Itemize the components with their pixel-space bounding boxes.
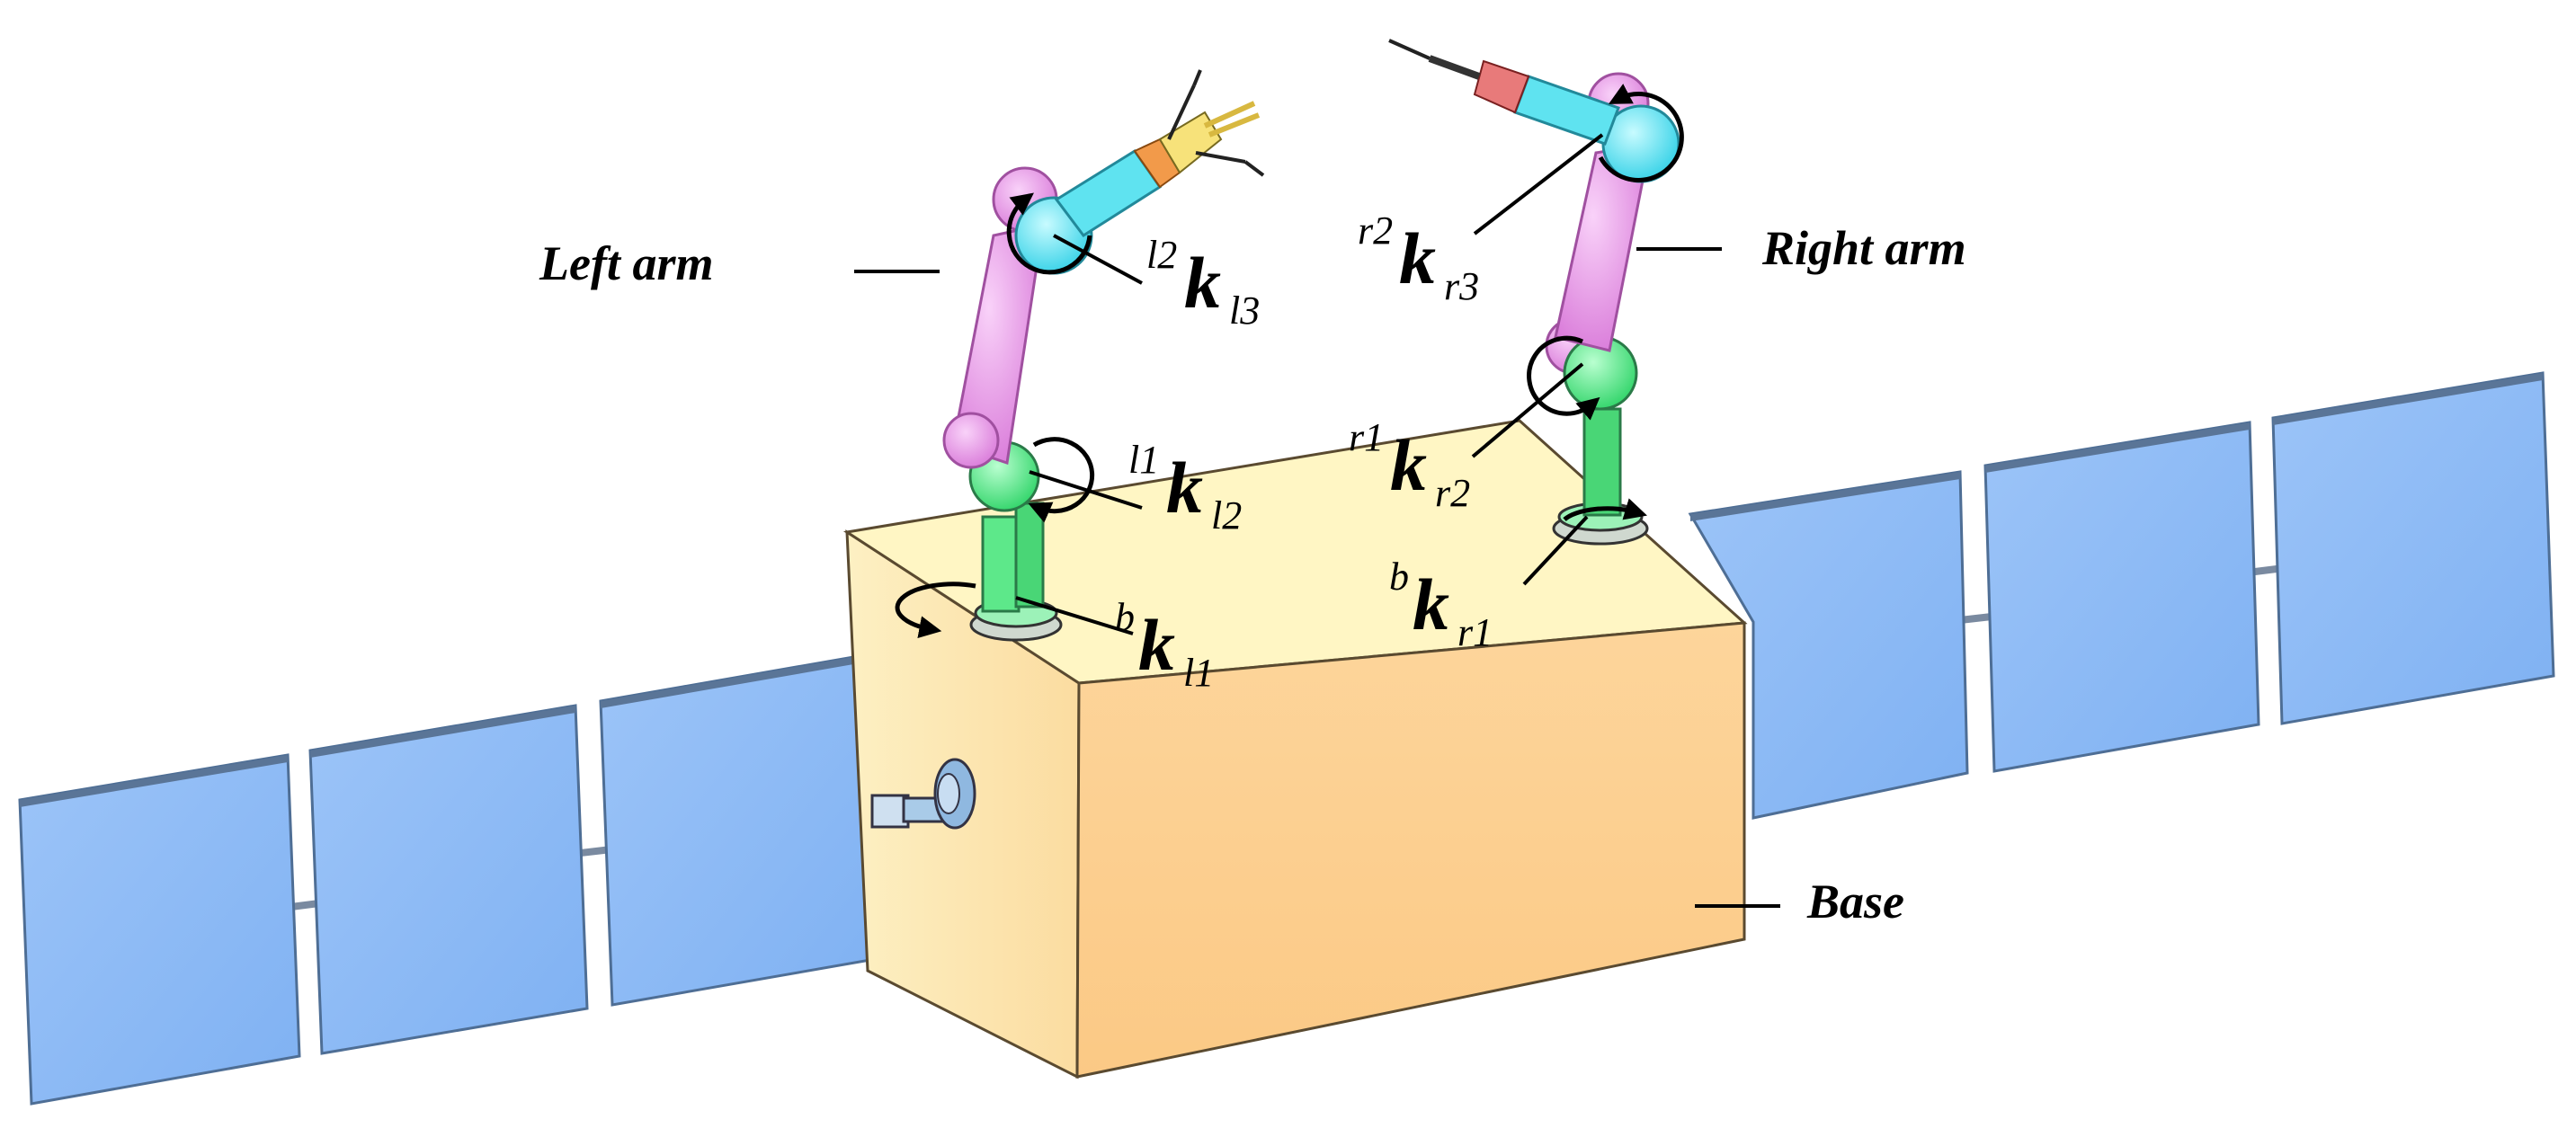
left-robot-arm [895,69,1265,642]
solar-panel-right-1 [1688,470,1969,820]
axis-prefix: l1 [1128,438,1160,482]
base-front-face [1075,621,1746,1079]
axis-prefix: r2 [1358,209,1394,253]
solar-panel-right-2 [1983,421,2260,773]
solar-panel-left-1 [18,753,301,1106]
axis-subscript: r3 [1444,264,1480,308]
left-arm-label: Left arm [539,236,714,290]
axis-k: k [1413,564,1449,645]
axis-subscript: r2 [1435,471,1471,515]
axis-k: k [1184,242,1221,324]
leader-lines [854,133,1780,908]
axis-subscript: l3 [1229,289,1261,333]
axis-subscript: r1 [1457,610,1493,654]
solar-panel-right-3 [2271,371,2555,725]
axis-k: k [1166,447,1203,529]
solar-array-mount [870,758,976,830]
axis-prefix: b [1115,595,1135,639]
axis-k: k [1390,424,1427,506]
solar-panel-left-3 [599,654,872,1007]
axis-subscript: l2 [1211,493,1243,537]
axis-prefix: r1 [1349,415,1385,459]
right-arm-label: Right arm [1762,221,1966,275]
left-solar-array [18,654,872,1106]
axis-k: k [1399,218,1436,299]
right-robot-arm [1388,39,1684,546]
axis-k: k [1138,604,1175,686]
solar-panel-left-2 [308,704,589,1055]
right-solar-array [1688,371,2555,820]
axis-prefix: l2 [1146,233,1178,277]
axis-subscript: l1 [1183,651,1215,695]
base-label: Base [1807,875,1904,928]
axis-prefix: b [1389,555,1409,599]
